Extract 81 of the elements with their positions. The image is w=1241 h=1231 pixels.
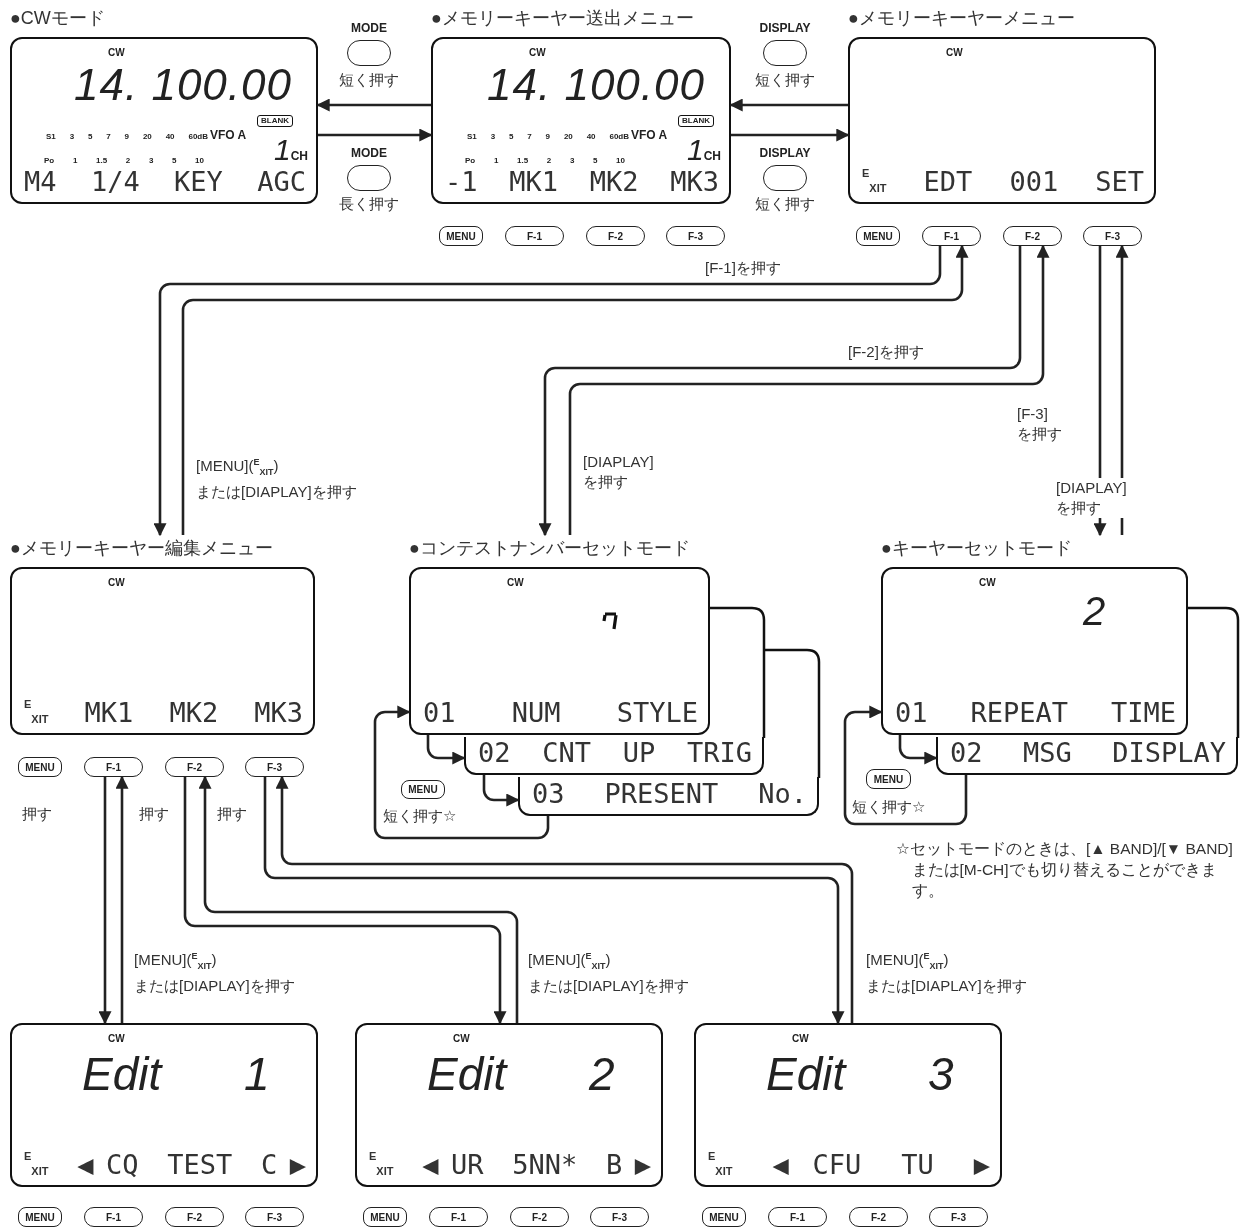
function-key: F-1: [505, 226, 564, 246]
mode-indicator: CW: [507, 578, 524, 588]
arrow: [115, 775, 129, 1023]
function-key: F-1: [84, 1207, 143, 1227]
function-key: F-3: [245, 1207, 304, 1227]
screen-title: ●メモリーキーヤー送出メニュー: [431, 7, 694, 29]
setting-value: 2: [1083, 591, 1106, 631]
screen-title: ●メモリーキーヤーメニュー: [848, 7, 1075, 29]
frequency-readout: 14. 100.00: [487, 63, 705, 107]
function-key: F-2: [586, 226, 645, 246]
menu-key: MENU: [702, 1207, 746, 1227]
display-text-row: M4 1/4 KEY AGC: [24, 168, 306, 195]
arrow: [426, 735, 466, 765]
function-key: F-1: [922, 226, 981, 246]
mode-indicator: CW: [792, 1034, 809, 1044]
menu-key: MENU: [401, 780, 445, 799]
hint-text: 押す: [217, 804, 247, 824]
blank-indicator: BLANK: [257, 115, 293, 127]
arrow: [731, 128, 850, 142]
menu-key: MENU: [18, 757, 62, 777]
arrow: [898, 735, 938, 765]
menu-key: MENU: [439, 226, 483, 246]
function-key: F-1: [429, 1207, 488, 1227]
screen-title: ●コンテストナンバーセットモード: [409, 537, 690, 559]
function-key: F-2: [1003, 226, 1062, 246]
mode-indicator: CW: [979, 578, 996, 588]
function-key: F-1: [768, 1207, 827, 1227]
edit-readout: Edit 1: [82, 1051, 270, 1097]
menu-key: MENU: [363, 1207, 407, 1227]
mode-indicator: CW: [108, 1034, 125, 1044]
screen-title: ●メモリーキーヤー編集メニュー: [10, 537, 273, 559]
mode-indicator: CW: [946, 48, 963, 58]
arrow: [316, 98, 431, 112]
function-key: F-1: [84, 757, 143, 777]
s-meter-scale: S1 3 5 7 9 20 40 60dB: [46, 133, 208, 141]
edit-readout: Edit 3: [766, 1051, 954, 1097]
display-text-row: -1 MK1 MK2 MK3: [445, 168, 719, 195]
mode-indicator: CW: [108, 578, 125, 588]
key-label: MODE: [350, 145, 388, 161]
arrow: [843, 705, 968, 826]
function-key: F-2: [165, 757, 224, 777]
menu-item-row: 02 MSG DISPLAY: [950, 739, 1226, 766]
function-key: F-3: [590, 1207, 649, 1227]
blank-indicator: BLANK: [678, 115, 714, 127]
menu-key: MENU: [866, 769, 911, 789]
menu-item-row: 02 CNT UP TRIG: [478, 739, 752, 766]
function-key: F-3: [1083, 226, 1142, 246]
function-key: F-3: [929, 1207, 988, 1227]
power-scale: Po 1 1.5 2 3 5 10: [465, 157, 625, 165]
mode-indicator: CW: [529, 48, 546, 58]
hint-text: 押す: [22, 804, 52, 824]
screen-title: ●キーヤーセットモード: [881, 537, 1072, 559]
key-label: DISPLAY: [758, 145, 812, 161]
function-key: F-2: [165, 1207, 224, 1227]
s-meter-scale: S1 3 5 7 9 20 40 60dB: [467, 133, 629, 141]
menu-key: MENU: [856, 226, 900, 246]
menu-item-row: 03 PRESENT No.: [532, 780, 807, 807]
key-label: MODE: [350, 20, 388, 36]
mode-indicator: CW: [108, 48, 125, 58]
display-text-row: 01 NUM STYLE: [423, 699, 698, 726]
power-scale: Po 1 1.5 2 3 5 10: [44, 157, 204, 165]
vfo-indicator: VFO A: [210, 129, 247, 141]
arrow: [729, 98, 848, 112]
function-key: F-2: [510, 1207, 569, 1227]
hint-text: 押す: [139, 804, 169, 824]
menu-key: MENU: [18, 1207, 62, 1227]
frequency-readout: 14. 100.00: [74, 63, 292, 107]
function-key: F-2: [849, 1207, 908, 1227]
footnote: ☆セットモードのときは、[▲ BAND]/[▼ BAND]または[M-CH]でも切り替えることができます。: [896, 839, 1234, 901]
arrow: [98, 777, 112, 1025]
arrow: [482, 775, 520, 807]
function-key: F-3: [666, 226, 725, 246]
mode-indicator: CW: [453, 1034, 470, 1044]
vfo-indicator: VFO A: [631, 129, 668, 141]
arrow: [318, 128, 433, 142]
display-text-row: 01 REPEAT TIME: [895, 699, 1176, 726]
arrow: [373, 705, 550, 840]
screen-title: ●CWモード: [10, 7, 105, 29]
edit-readout: Edit 2: [427, 1051, 615, 1097]
key-label: DISPLAY: [758, 20, 812, 36]
function-key: F-3: [245, 757, 304, 777]
